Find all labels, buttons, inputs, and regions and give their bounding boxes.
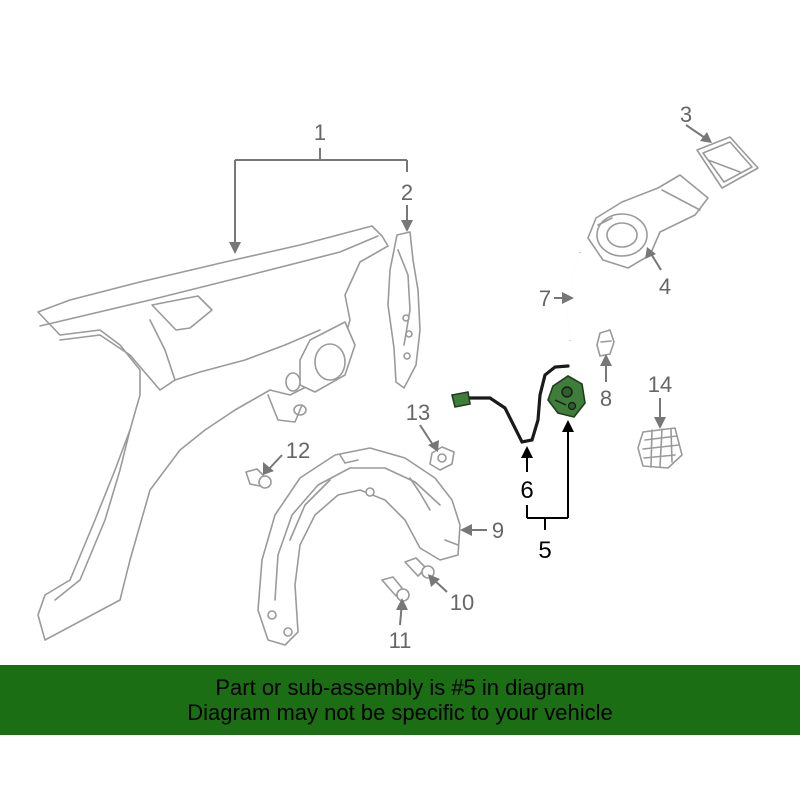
- callout-9: 9: [492, 518, 504, 543]
- screw-part-10[interactable]: [404, 557, 435, 579]
- info-banner: Part or sub-assembly is #5 in diagram Di…: [0, 665, 800, 735]
- callout-7: 7: [539, 286, 551, 311]
- drain-hose-part-7[interactable]: [566, 252, 581, 341]
- wheelhouse-liner-part-9[interactable]: [257, 447, 461, 646]
- actuator-part-5[interactable]: [547, 375, 586, 418]
- callout-6: 6: [520, 477, 533, 504]
- quarter-panel-part-1[interactable]: [37, 225, 389, 641]
- filler-housing-part-4[interactable]: [587, 174, 709, 269]
- banner-line-2: Diagram may not be specific to your vehi…: [187, 700, 613, 725]
- push-clip-part-13[interactable]: [429, 446, 455, 471]
- callout-2: 2: [401, 180, 413, 205]
- fuel-door-part-3[interactable]: [696, 136, 759, 189]
- screw-part-12[interactable]: [245, 468, 272, 489]
- callout-11: 11: [389, 628, 412, 653]
- callout-8: 8: [600, 386, 612, 411]
- callout-12: 12: [286, 438, 310, 463]
- callout-4: 4: [659, 274, 671, 299]
- callout-13: 13: [406, 400, 430, 425]
- parts-diagram: 1 2 3 4 5 6 7 8 9 10 11 12 13 14: [37, 102, 759, 653]
- banner-line-1: Part or sub-assembly is #5 in diagram: [215, 675, 585, 700]
- vent-grille-part-14[interactable]: [637, 427, 683, 469]
- leader-lines: [229, 124, 712, 626]
- callout-1: 1: [314, 120, 326, 145]
- clip-part-8[interactable]: [596, 329, 615, 357]
- callout-labels: 1 2 3 4 5 6 7 8 9 10 11 12 13 14: [286, 102, 692, 653]
- callout-10: 10: [450, 590, 474, 615]
- callout-3: 3: [680, 102, 692, 127]
- bracket-part-2[interactable]: [387, 231, 421, 389]
- callout-5: 5: [538, 537, 551, 564]
- callout-14: 14: [648, 372, 672, 397]
- screw-part-11[interactable]: [381, 576, 410, 602]
- release-cable-part-6[interactable]: [451, 364, 570, 444]
